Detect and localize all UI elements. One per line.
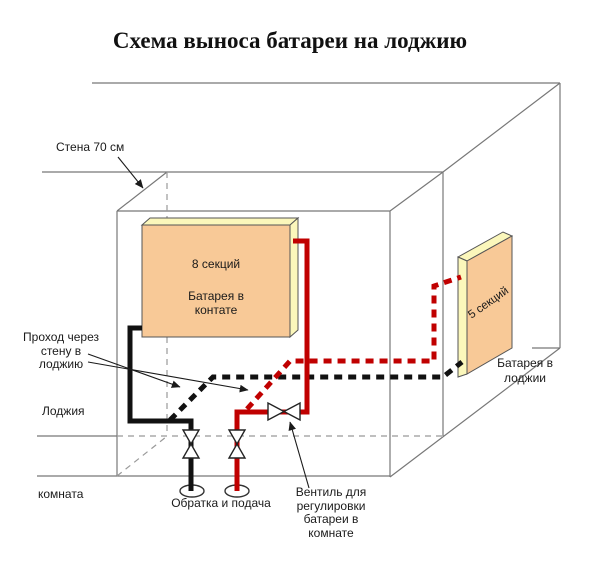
wall-arrow	[117, 156, 144, 189]
regulating-valve-label: Вентиль для регулировки батареи в комнат…	[295, 485, 367, 540]
return-pipe-hidden	[168, 360, 464, 422]
passage-arrow-2	[87, 361, 249, 393]
supply-pipe-hidden	[245, 274, 462, 411]
page-title: Схема выноса батареи на лоджию	[112, 28, 468, 53]
supply-valve-icon	[227, 429, 247, 459]
room-label: комната	[38, 487, 84, 501]
structure-lines	[37, 82, 561, 478]
loggia-radiator	[456, 231, 514, 378]
annotation-arrows	[87, 156, 310, 489]
regulating-valve-arrow	[288, 421, 310, 489]
room-radiator-side	[289, 216, 299, 339]
valves	[181, 401, 301, 459]
room-radiator	[140, 216, 300, 339]
outer-box-edges	[37, 82, 561, 478]
loggia-radiator-name-label: Батарея в лоджии	[497, 356, 553, 385]
passage-label: Проход через стену в лоджию	[23, 330, 99, 371]
room-radiator-sections-label: 8 секций	[191, 257, 241, 271]
wall-label: Стена 70 см	[56, 140, 125, 154]
regulating-valve-icon	[267, 401, 301, 422]
room-radiator-name-label: Батарея в контате	[188, 289, 244, 317]
room-radiator-front	[141, 224, 291, 338]
return-supply-label: Обратка и подача	[171, 496, 271, 510]
loggia-radiator-front	[466, 235, 513, 375]
return-valve-icon	[181, 429, 201, 459]
loggia-label: Лоджия	[42, 404, 85, 418]
room-radiator-top	[140, 217, 300, 226]
